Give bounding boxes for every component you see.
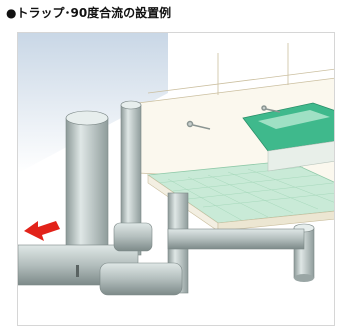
wall-background <box>18 33 168 173</box>
bathtub <box>242 102 334 172</box>
plumbing-illustration <box>18 33 334 325</box>
caption-text: トラップ･90度合流の設置例 <box>16 6 172 20</box>
faucet-icon <box>186 105 281 130</box>
illustration-frame <box>17 32 335 326</box>
caption-bullet: ● <box>6 6 17 20</box>
diagram-caption: ●トラップ･90度合流の設置例 <box>6 4 171 21</box>
horizontal-pipes <box>18 222 314 296</box>
flow-direction-arrow-icon <box>24 221 60 241</box>
tiled-floor <box>146 160 334 232</box>
